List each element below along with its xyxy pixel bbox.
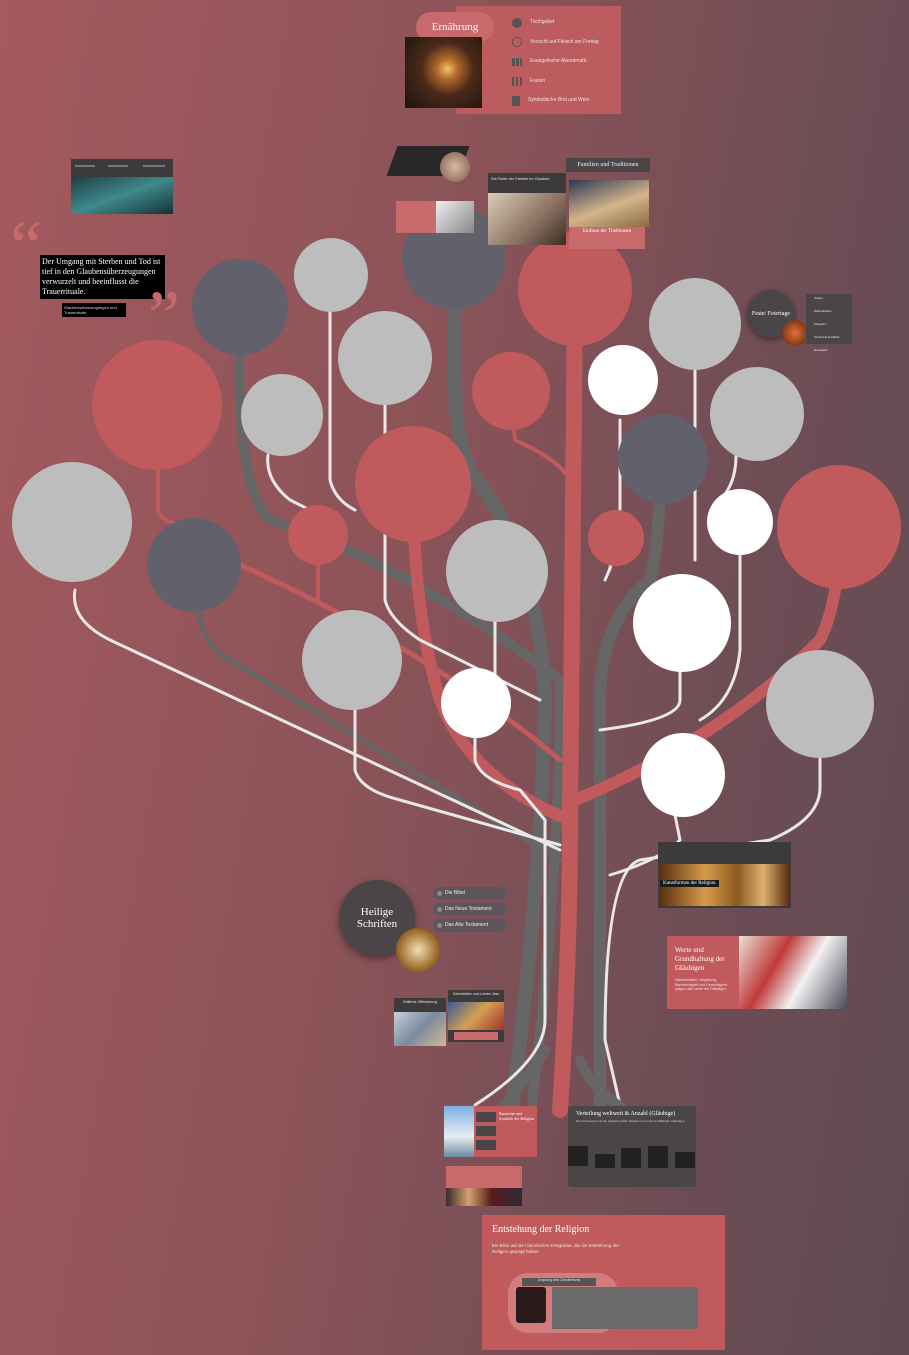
spread-text: Das Christentum ist die weltweit größte … bbox=[576, 1119, 686, 1123]
spread-card[interactable]: Verteilung weltweit & Anzahl (Gläubige) … bbox=[568, 1106, 696, 1187]
branch bbox=[234, 315, 566, 1125]
close-quote-icon: ” bbox=[148, 276, 180, 356]
branch bbox=[608, 813, 682, 877]
node bbox=[302, 610, 402, 710]
node bbox=[633, 574, 731, 672]
node bbox=[649, 278, 741, 370]
node bbox=[241, 374, 323, 456]
altar-icon bbox=[516, 1287, 546, 1323]
node bbox=[92, 340, 222, 470]
globe-icon bbox=[512, 17, 522, 28]
art-card[interactable]: Kunstformen der Religion bbox=[658, 842, 791, 908]
tradition-caption: Einfluss der Traditionen bbox=[569, 227, 645, 249]
branch bbox=[383, 398, 542, 702]
monuments-title: Bauwerke und Symbole der Religion bbox=[499, 1111, 535, 1122]
node bbox=[288, 505, 348, 565]
holiday-photo bbox=[782, 320, 808, 346]
branch bbox=[237, 562, 563, 763]
branch bbox=[593, 464, 666, 1126]
art-caption: Kunstformen der Religion bbox=[660, 880, 719, 887]
jesus-painting bbox=[448, 1002, 504, 1030]
branch bbox=[447, 293, 553, 1127]
branch bbox=[603, 748, 822, 1107]
home-photo bbox=[488, 193, 566, 245]
open-quote-icon: “ bbox=[10, 206, 42, 286]
scripture-item[interactable]: Das Alte Testament bbox=[433, 919, 507, 932]
values-text: Nächstenliebe, Vergebung, Barmherzigkeit… bbox=[675, 978, 728, 992]
monuments-card-2[interactable] bbox=[446, 1166, 522, 1206]
node bbox=[518, 232, 632, 346]
branch bbox=[353, 698, 562, 847]
origin-text: Ein Blick auf die historischen Ereigniss… bbox=[492, 1243, 620, 1255]
church-photo bbox=[444, 1106, 474, 1157]
bars-icon bbox=[512, 76, 522, 86]
branch bbox=[698, 553, 742, 722]
node bbox=[355, 426, 471, 542]
origin-details bbox=[552, 1287, 698, 1329]
scripture-card-2[interactable]: Geschichten und Lehren Jesu bbox=[448, 990, 504, 1042]
node bbox=[777, 465, 901, 589]
people-photo bbox=[739, 936, 847, 1009]
node bbox=[147, 518, 241, 612]
branch bbox=[328, 288, 357, 512]
node bbox=[618, 414, 708, 504]
ban-icon bbox=[512, 37, 522, 48]
scripture-card-1[interactable]: Göttliche Offenbarung bbox=[394, 998, 446, 1046]
node bbox=[588, 345, 658, 415]
node bbox=[710, 367, 804, 461]
node bbox=[472, 352, 550, 430]
node bbox=[588, 510, 644, 566]
painting-caption bbox=[454, 1032, 498, 1040]
quote-text: Der Umgang mit Sterben und Tod ist tief … bbox=[40, 255, 165, 299]
origin-card[interactable]: Entstehung der Religion Ein Blick auf di… bbox=[482, 1215, 725, 1350]
bible-photo bbox=[396, 928, 440, 972]
scripture-item[interactable]: Die Bibel bbox=[433, 887, 507, 900]
node bbox=[294, 238, 368, 312]
reading-card[interactable] bbox=[396, 201, 474, 233]
node bbox=[192, 259, 288, 355]
node bbox=[338, 311, 432, 405]
spread-title: Verteilung weltweit & Anzahl (Gläubige) bbox=[576, 1111, 676, 1117]
branch bbox=[598, 668, 682, 732]
branch bbox=[72, 588, 562, 852]
node bbox=[766, 650, 874, 758]
quote-caption: Glaubensüberzeugungen und Trauerrituale bbox=[62, 303, 126, 317]
doc-icon bbox=[512, 95, 520, 106]
values-card[interactable]: Werte und Grundhaltung der Gläubigen Näc… bbox=[667, 936, 847, 1009]
node bbox=[641, 733, 725, 817]
painting-photo bbox=[394, 1012, 446, 1046]
values-title: Werte und Grundhaltung der Gläubigen bbox=[675, 946, 725, 972]
node bbox=[441, 668, 511, 738]
trunk bbox=[552, 292, 583, 1118]
mini-photo bbox=[440, 152, 470, 182]
origin-title: Entstehung der Religion bbox=[492, 1224, 590, 1235]
scripture-item[interactable]: Das Neue Testament bbox=[433, 903, 507, 916]
family-title: Familien und Traditionen bbox=[566, 158, 650, 172]
video-card[interactable] bbox=[71, 159, 173, 214]
nutrition-list: Tischgebet Verzicht auf Fleisch am Freit… bbox=[512, 13, 612, 111]
branch bbox=[508, 393, 572, 482]
branch bbox=[473, 728, 547, 1107]
grid-icon bbox=[512, 57, 522, 66]
holidays-list: Ostern Weihnachten Pfingsten Christi Him… bbox=[806, 294, 852, 352]
origin-inner-title: Ursprung des Christentums bbox=[522, 1278, 596, 1286]
node bbox=[446, 520, 548, 622]
reading-photo bbox=[436, 201, 474, 233]
branch bbox=[407, 494, 576, 826]
video-thumbnail bbox=[71, 177, 173, 214]
node bbox=[12, 462, 132, 582]
crowd-photo bbox=[446, 1188, 522, 1206]
dinner-photo bbox=[405, 37, 482, 108]
bread-photo bbox=[569, 180, 649, 227]
node bbox=[707, 489, 773, 555]
monuments-card[interactable]: Bauwerke und Symbole der Religion bbox=[444, 1106, 537, 1157]
family-photo-card[interactable]: Die Rolle der Familie im Glauben bbox=[488, 173, 566, 245]
